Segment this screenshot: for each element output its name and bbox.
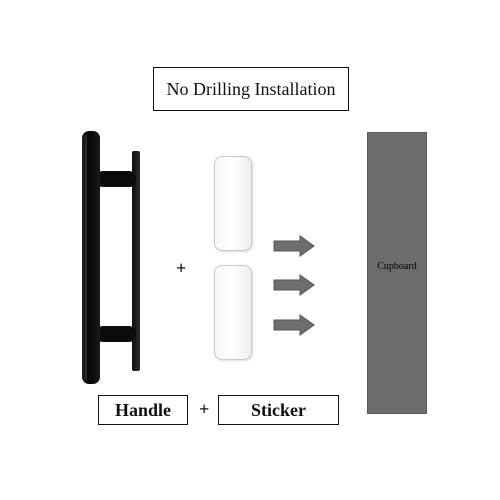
cupboard-panel: [367, 132, 427, 414]
cupboard-label: Cupboard: [377, 261, 417, 272]
handle-label: Handle: [98, 395, 188, 425]
sticker-label: Sticker: [218, 395, 339, 425]
plus-sign: +: [199, 399, 210, 419]
plus-sign: +: [176, 258, 187, 278]
arrow-right-icon: [273, 274, 315, 296]
adhesive-sticker-icon: [214, 156, 252, 251]
arrow-right-icon: [273, 314, 315, 336]
door-handle-icon: [82, 131, 140, 384]
page-title: No Drilling Installation: [153, 67, 349, 111]
arrow-right-icon: [273, 235, 315, 257]
adhesive-sticker-icon: [214, 265, 252, 360]
